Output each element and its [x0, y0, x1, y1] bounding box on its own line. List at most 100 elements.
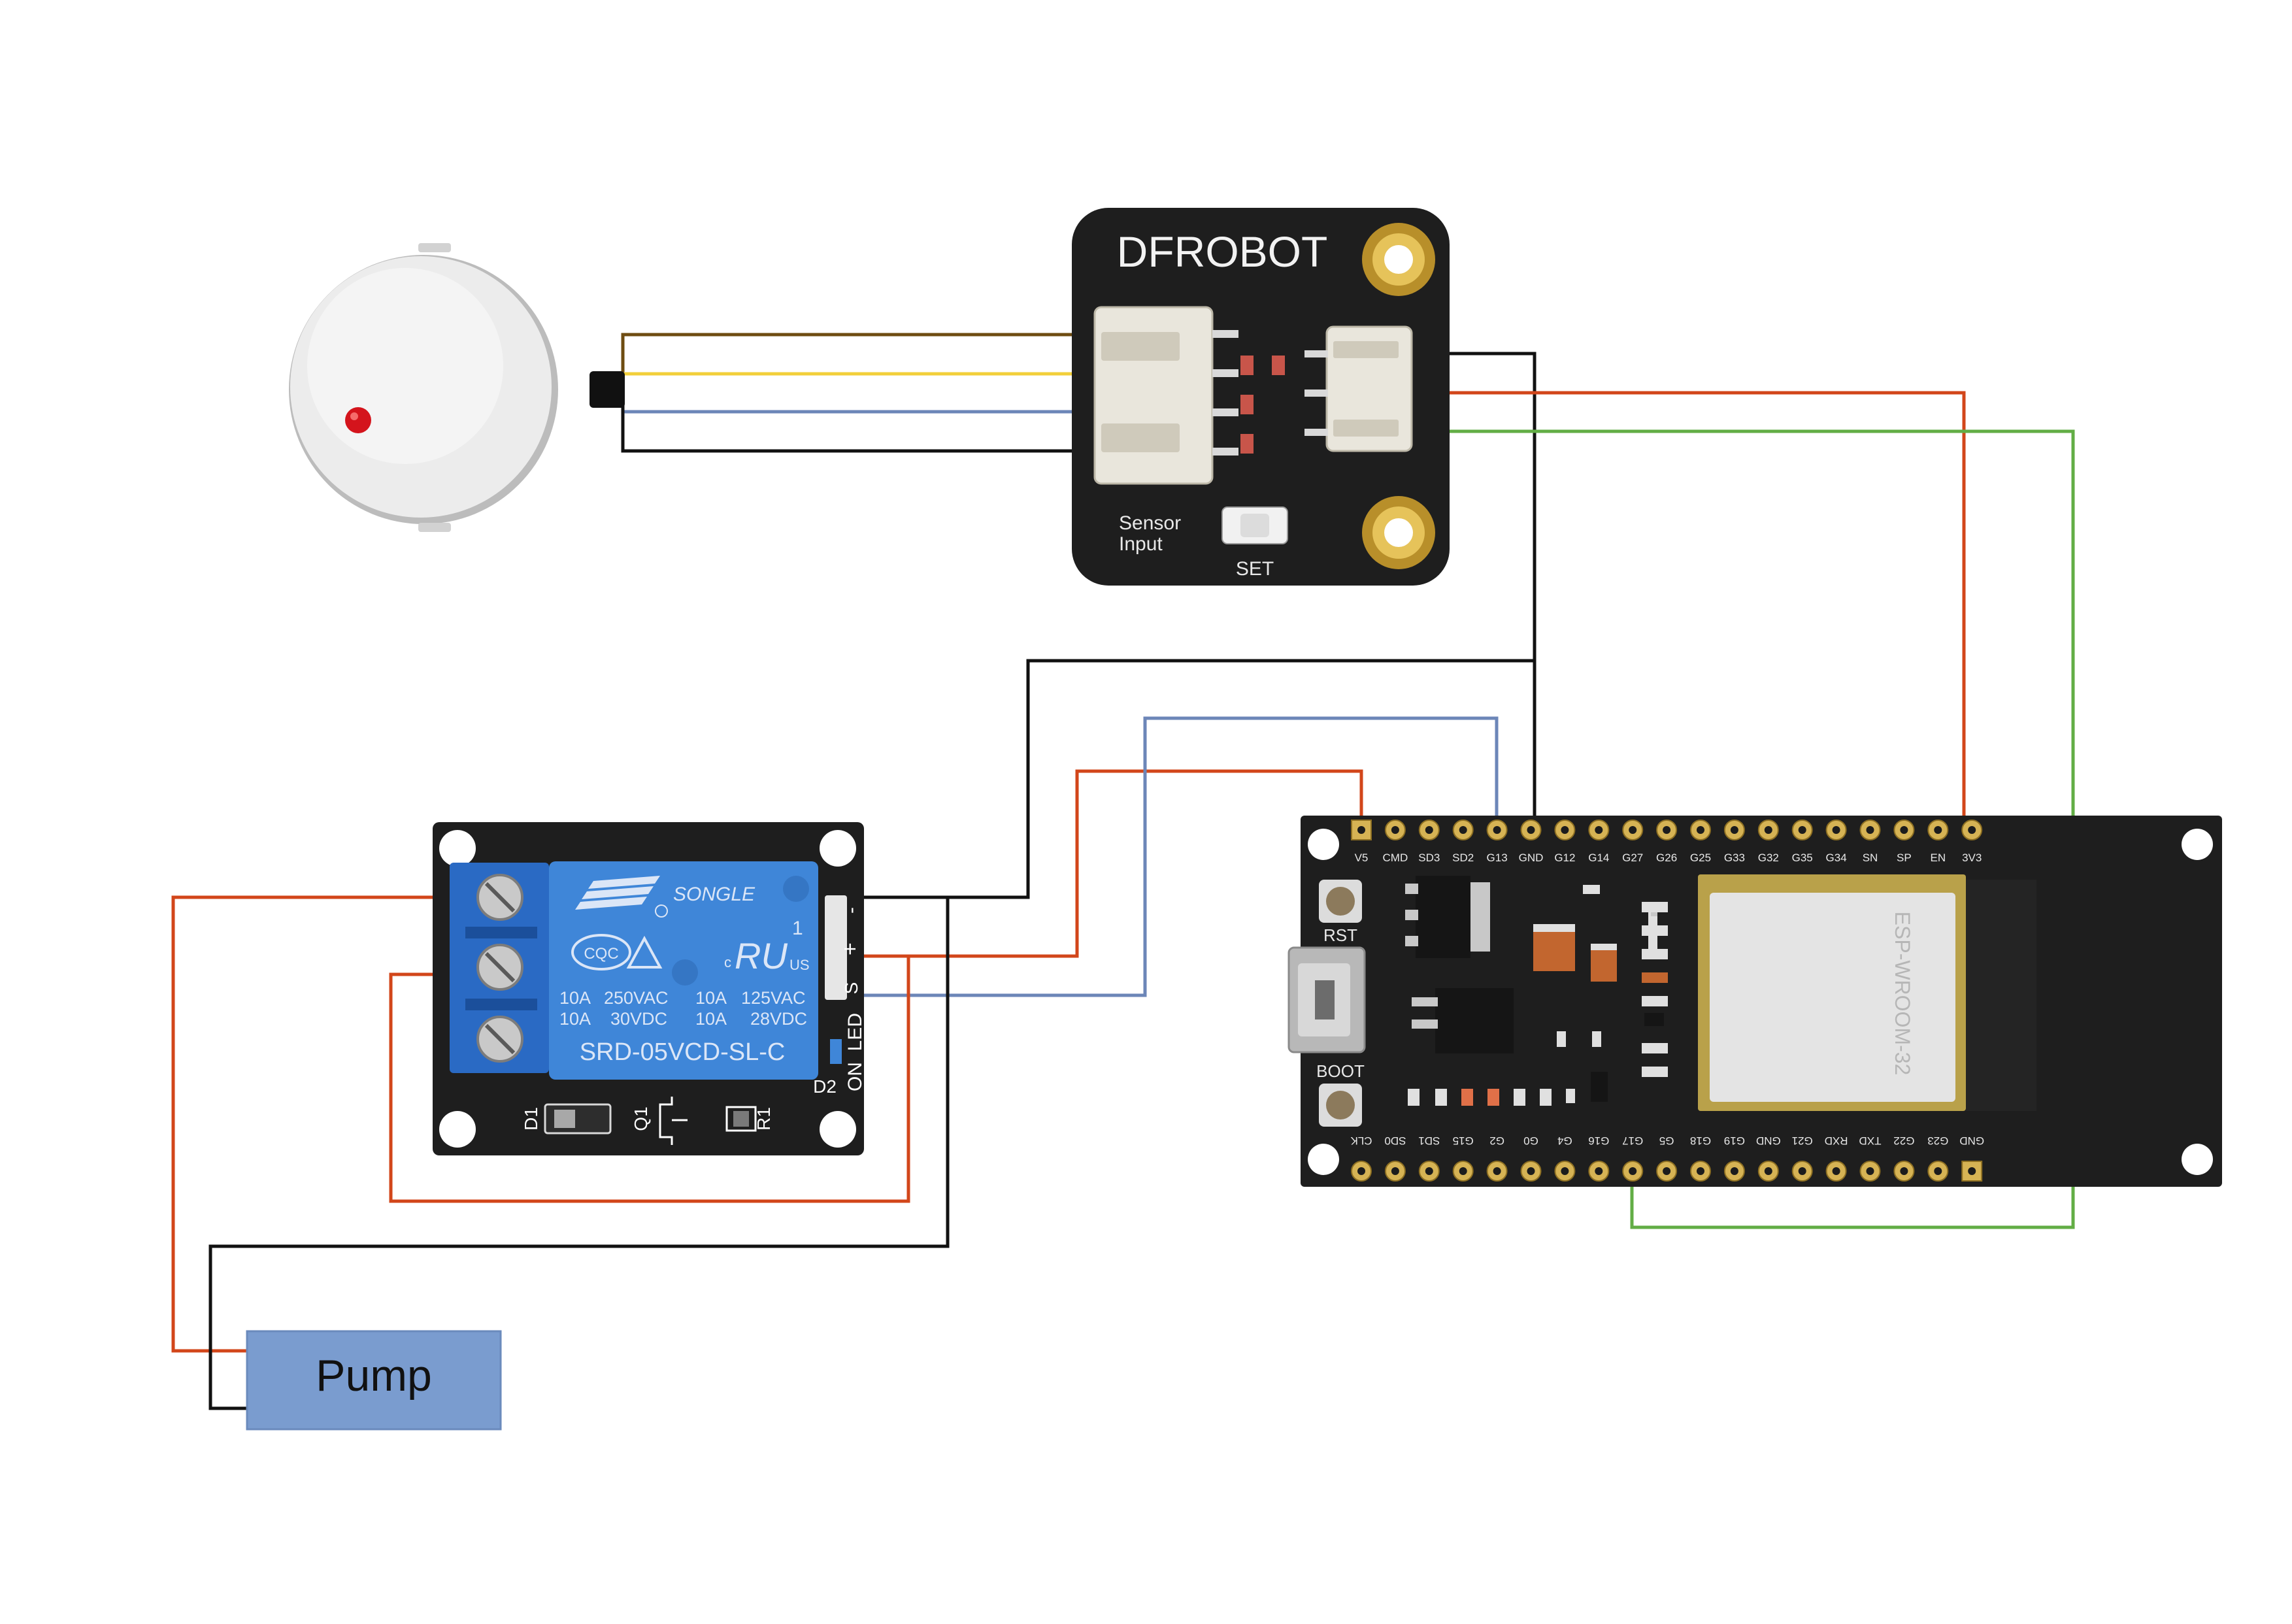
esp32-pin-bottom-6: G4: [1554, 1135, 1576, 1182]
esp32-pin-bottom-12: GND: [1756, 1135, 1781, 1182]
voltage-regulator: [1416, 876, 1470, 958]
relay-module: SONGLE CQC c RU US 1 10A 250VAC 10A 125V…: [433, 822, 866, 1155]
esp32-pin-bottom-15: TXD: [1859, 1135, 1882, 1182]
esp32-pin-top-2: SD3: [1418, 820, 1440, 864]
pin-hole: [1730, 826, 1738, 834]
relay-pin-s: S: [841, 982, 861, 995]
esp32-hole-tr: [2182, 829, 2213, 860]
esp32-pin-top-5: GND: [1519, 820, 1544, 864]
wire-black-pump: [208, 897, 950, 1410]
sensor-clip-top: [418, 243, 451, 252]
wire-yellow: [595, 372, 1104, 392]
pin-hole: [1798, 826, 1806, 834]
wire-black-sensor: [595, 399, 1104, 453]
relay-hole-bl: [439, 1111, 476, 1148]
sensor-input-pin-4: [1212, 448, 1238, 456]
relay-led-label: ON_LED: [844, 1013, 866, 1091]
esp32-pin-label: G17: [1622, 1135, 1643, 1147]
esp32-pin-label: SD2: [1452, 852, 1474, 864]
relay-pin-minus: -: [840, 907, 862, 914]
pin-hole: [1663, 826, 1671, 834]
relay-r1-label: R1: [754, 1107, 774, 1131]
pin-hole: [1934, 1167, 1942, 1175]
esp32-pin-bottom-3: G15: [1453, 1135, 1474, 1182]
sensor-output-pin-1: [1304, 350, 1328, 357]
relay-resistor-r1-body: [733, 1111, 749, 1127]
relay-cert-us: US: [789, 957, 810, 973]
esp32-pin-top-13: G35: [1792, 820, 1813, 864]
relay-body-dimple-top: [783, 876, 809, 902]
set-button-label: SET: [1236, 558, 1274, 580]
esp32-pin-label: GND: [1519, 852, 1544, 864]
sensor-red-dot-shine: [350, 412, 358, 420]
cqc-mark-icon: [571, 934, 631, 970]
esp32-pin-label: G33: [1724, 852, 1745, 864]
esp32-pin-label: SP: [1897, 852, 1912, 864]
relay-hole-tl: [439, 830, 476, 867]
pin-hole: [1561, 1167, 1569, 1175]
esp32-pin-top-3: SD2: [1452, 820, 1474, 864]
regulator-pin-1: [1405, 884, 1418, 894]
esp32-pin-bottom-13: G21: [1792, 1135, 1813, 1182]
esp-wroom-antenna-area: [1966, 880, 2036, 1111]
esp32-pin-bottom-4: G2: [1486, 1135, 1508, 1182]
esp32-pin-label: G22: [1893, 1135, 1914, 1147]
esp32-pin-top-4: G13: [1487, 820, 1508, 864]
esp32-pin-label: SN: [1863, 852, 1878, 864]
pin-hole: [1697, 1167, 1704, 1175]
uart-chip-pin-1: [1412, 997, 1438, 1006]
esp32-pin-top-6: G12: [1554, 820, 1575, 864]
esp32-pin-bottom-9: G5: [1656, 1135, 1678, 1182]
sensor-output-pin-2: [1304, 389, 1328, 397]
rating-r1-c3: 10A: [695, 988, 727, 1008]
esp32-pin-top-16: SP: [1893, 820, 1915, 864]
wire-brown: [595, 333, 1104, 387]
esp32-pin-top-12: G32: [1758, 820, 1779, 864]
wire-black-gnd-main: [1412, 352, 1536, 819]
esp32-pin-label: G19: [1724, 1135, 1745, 1147]
sensor-adapter-board: DFROBOT Sensor Input SET: [1072, 208, 1450, 586]
terminal-screw-nc-slot: [484, 1023, 516, 1055]
relay-diode-d1-body: [554, 1110, 575, 1128]
esp32-pin-label: G25: [1690, 852, 1711, 864]
mount-hole-bottom-right-center: [1384, 518, 1413, 547]
pin-hole: [1561, 826, 1569, 834]
esp32-pin-bottom-18: GND: [1959, 1135, 1984, 1182]
relay-brand: SONGLE: [673, 884, 756, 905]
esp32-pin-label: EN: [1930, 852, 1946, 864]
pin-hole: [1595, 1167, 1603, 1175]
sensor-disc-highlight: [307, 268, 503, 464]
pin-hole: [1391, 1167, 1399, 1175]
esp32-pin-top-17: EN: [1927, 820, 1949, 864]
pin-hole: [1493, 826, 1501, 834]
sensor-clip-bottom: [418, 523, 451, 532]
esp32-pin-top-0: V5: [1351, 820, 1372, 864]
module-side-passives: [1642, 902, 1668, 1077]
sensor-cable-stub: [590, 371, 625, 408]
rating-r1-c4: 125VAC: [741, 988, 806, 1008]
esp32-pin-label: G18: [1690, 1135, 1711, 1147]
pin-hole: [1866, 1167, 1874, 1175]
pin-hole: [1764, 1167, 1772, 1175]
esp32-pin-label: G27: [1622, 852, 1643, 864]
esp32-pin-bottom-11: G19: [1724, 1135, 1745, 1182]
pin-hole: [1459, 826, 1467, 834]
esp32-pin-label: G21: [1792, 1135, 1813, 1147]
pin-hole: [1900, 1167, 1908, 1175]
pin-hole: [1968, 826, 1976, 834]
relay-model: SRD-05VCD-SL-C: [580, 1038, 786, 1066]
relay-pin-plus: +: [838, 942, 863, 955]
esp32-pin-label: G2: [1489, 1135, 1504, 1147]
rating-r1-c1: 10A: [559, 988, 591, 1008]
pump: Pump: [246, 1330, 502, 1431]
esp32-pin-top-8: G27: [1622, 820, 1643, 864]
pump-label: Pump: [316, 1351, 432, 1400]
wire-red-v5: [850, 769, 1363, 958]
relay-cert-number: 1: [792, 918, 803, 939]
pin-hole: [1527, 1167, 1535, 1175]
set-button-cap[interactable]: [1240, 514, 1269, 537]
esp32-pin-label: G16: [1588, 1135, 1609, 1147]
pin-hole: [1629, 1167, 1637, 1175]
relay-q1-label: Q1: [631, 1106, 651, 1131]
